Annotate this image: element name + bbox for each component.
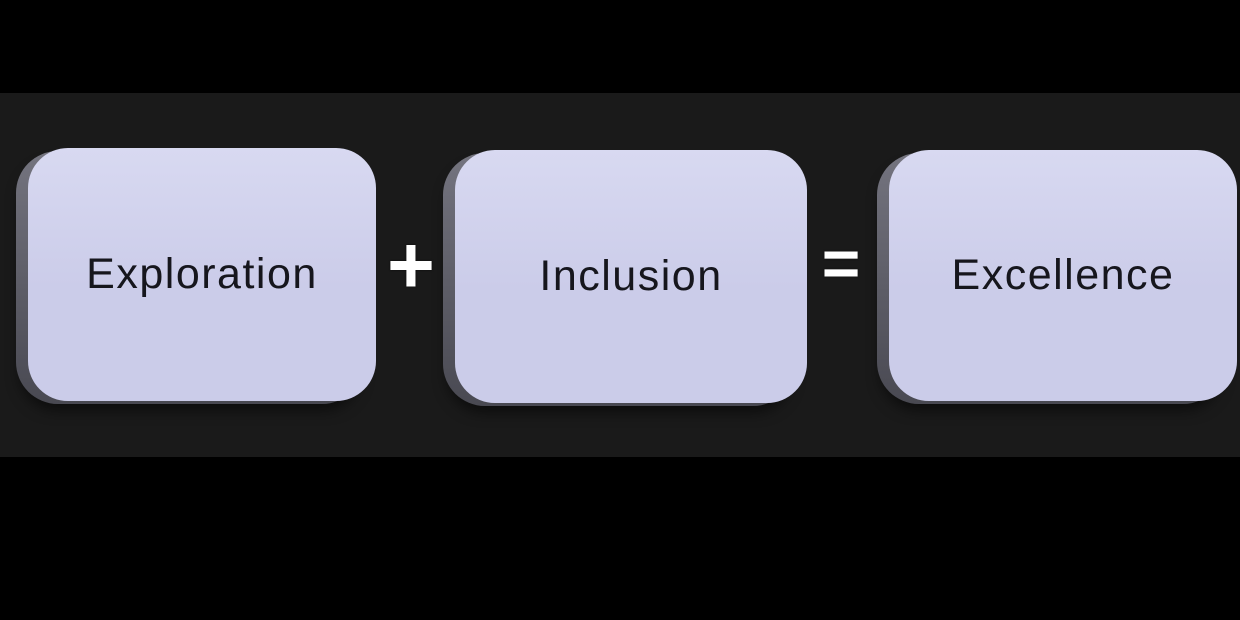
box-face: Excellence <box>889 150 1237 401</box>
equation-box-excellence: Excellence <box>877 150 1237 404</box>
equals-operator: = <box>821 226 861 300</box>
box-face: Exploration <box>28 148 376 401</box>
box-face: Inclusion <box>455 150 807 403</box>
box-label-excellence: Excellence <box>951 251 1175 299</box>
equation-box-exploration: Exploration <box>16 148 376 404</box>
equation-box-inclusion: Inclusion <box>443 150 807 406</box>
box-label-exploration: Exploration <box>86 250 318 298</box>
box-label-inclusion: Inclusion <box>539 252 723 300</box>
plus-operator: + <box>387 220 435 311</box>
